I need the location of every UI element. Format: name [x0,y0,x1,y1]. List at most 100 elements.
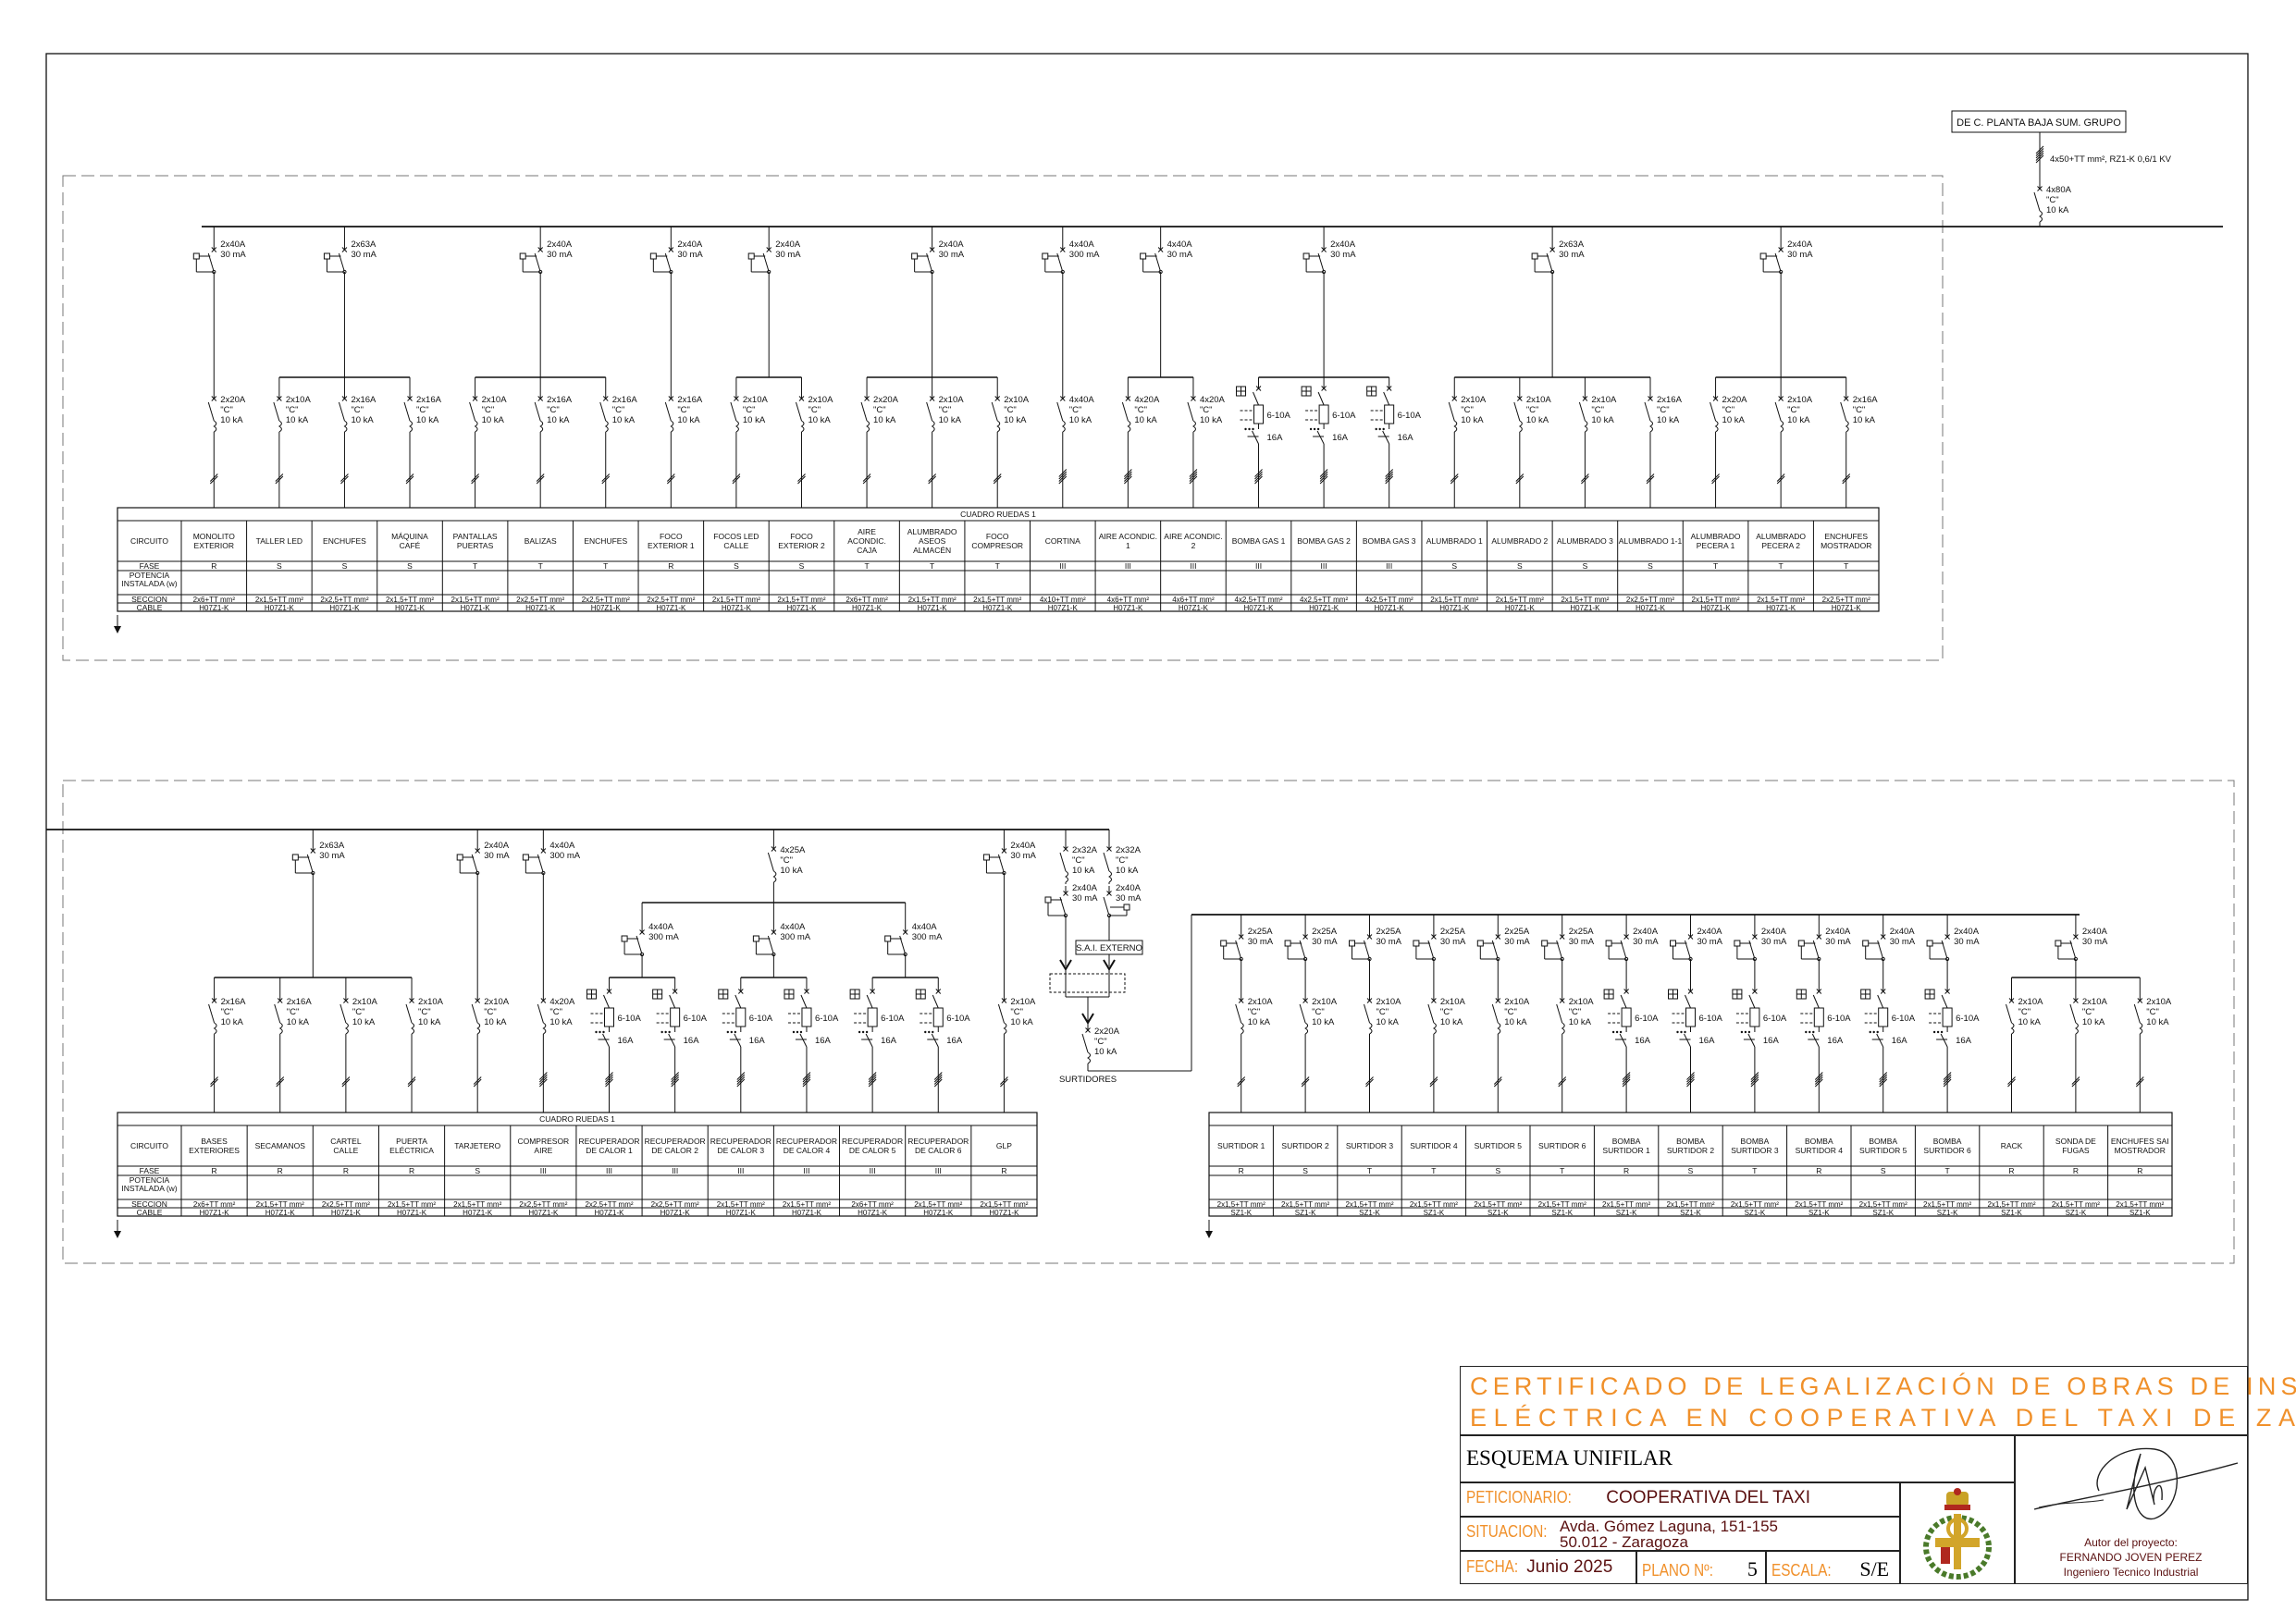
breaker-rating-label: 10 kA [2146,1017,2169,1027]
auxiliary-contact-dot [924,1030,927,1034]
rcd-rating-label: 300 mA [648,932,679,942]
rcd-rating-label: 4x40A [1167,240,1193,250]
breaker-thermal-icon [1368,1022,1373,1035]
row-label-cable: CABLE [137,1208,163,1217]
rcd-rating-label: 30 mA [1504,937,1530,947]
circuit-cable-type: H07Z1-K [858,1209,888,1217]
sai-label: S.A.I. EXTERNO [1076,943,1142,953]
breaker-blade [1299,1003,1306,1024]
cable-conductor-mark-icon [605,1074,613,1083]
cable-conductor-mark-icon [1058,473,1068,482]
auxiliary-contact-dot [1378,427,1381,431]
breaker-thermal-icon [2074,1022,2079,1035]
contact-mark-icon [1238,998,1244,1003]
breaker-rating-label: 2x32A [1072,845,1098,855]
circuit-cable-type: H07Z1-K [463,1209,493,1217]
breaker-rating-label: "C" [287,1007,300,1017]
rcd-rating-label: 300 mA [912,932,943,942]
circuit-section: 2x1,5+TT mm² [2052,1200,2100,1209]
breaker-rating-label: "C" [1440,1007,1453,1017]
breaker-rating-label: "C" [484,1007,497,1017]
cable-conductor-mark-icon [732,473,741,482]
circuit-cable-type: H07Z1-K [395,604,426,612]
circuit-cable-type: SZ1-K [1872,1209,1894,1217]
project-title-line1: CERTIFICADO DE LEGALIZACIÓN DE OBRAS DE … [1470,1372,2296,1400]
cable-conductor-mark-icon [1842,475,1851,485]
rcd-rating-label: 30 mA [484,851,510,861]
circuit-section: 2x1,5+TT mm² [1538,1200,1586,1209]
breaker-rating-label: "C" [547,405,560,415]
row-label-circuito: CIRCUITO [130,1141,168,1150]
cable-conductor-mark-icon [1814,1074,1823,1083]
circuit-cable-type: H07Z1-K [660,1209,691,1217]
breaker-blade [1644,401,1651,422]
circuit-cable-type: H07Z1-K [525,604,556,612]
breaker-blade [1059,852,1067,872]
circuit-section: 2x2,5+TT mm² [320,596,368,604]
contact-mark-icon [771,929,777,935]
enclosure-bottom [62,780,2235,1264]
breaker-thermal-icon [1780,420,1784,433]
circuit-cable-type: H07Z1-K [1309,604,1339,612]
breaker-rating-label: 2x10A [1461,395,1487,405]
breaker-rating-label: 4x20A [549,997,575,1007]
cable-conductor-mark-icon [1450,475,1459,485]
breaker-blade [469,401,476,422]
cable-conductor-mark-icon [2135,1078,2144,1088]
cable-conductor-mark-icon [1385,469,1394,477]
circuit-phase: III [606,1166,612,1175]
guardamotor-blade [1941,994,1948,1009]
breaker-thermal-icon [343,420,348,433]
auxiliary-contact-dot [792,1030,796,1034]
contact-mark-icon [1366,998,1373,1003]
contactor-rating-label: 16A [1635,1036,1651,1046]
cable-conductor-mark-icon [1842,473,1851,482]
rcd-rating-label: 30 mA [1569,937,1595,947]
peticionario-field: PETICIONARIO: COOPERATIVA DEL TAXI [1460,1482,1901,1518]
circuit-phase: R [668,561,673,571]
circuit-name: SURTIDOR 5 [1475,1141,1523,1150]
seal-emblem-icon [1923,1488,1992,1580]
contact-mark-icon [734,396,739,401]
rcd-test-button-icon [1541,940,1549,947]
circuit-phase: III [1125,561,1131,571]
circuit-cable-type: H07Z1-K [1766,604,1796,612]
contactor-rating-label: 16A [684,1036,700,1046]
cable-conductor-mark-icon [341,1078,351,1088]
cable-conductor-mark-icon [1450,473,1459,482]
circuit-cable-type: H07Z1-K [1048,604,1079,612]
breaker-blade [1081,1033,1089,1053]
cable-conductor-mark-icon [276,1078,285,1088]
cable-conductor-mark-icon [1058,471,1068,480]
contactor-rating-label: 16A [881,1036,897,1046]
circuit-phase: S [734,561,739,571]
circuit-phase: R [2137,1166,2142,1175]
auxiliary-contact-dot [1747,1030,1751,1034]
cable-conductor-mark-icon [209,475,218,485]
auxiliary-contact-dot [1244,427,1247,431]
circuit-section: 2x2,5+TT mm² [519,1200,567,1209]
breaker-thermal-icon [1108,870,1112,883]
thermal-relay-icon [867,1007,878,1027]
contactor-rating-label: 16A [749,1036,766,1046]
contact-mark-icon [902,929,908,935]
breaker-rating-label: 10 kA [1526,415,1549,425]
cable-conductor-mark-icon [1879,1076,1888,1085]
guardamotor-blade [932,994,939,1009]
contact-mark-icon [1085,1027,1091,1033]
breaker-rating-label: 10 kA [1010,1017,1033,1027]
circuit-name: TARJETERO [454,1141,500,1150]
breaker-rating-label: 10 kA [677,415,700,425]
circuit-phase: S [1881,1166,1886,1175]
breaker-thermal-icon [1240,1022,1244,1035]
rcd-test-button-icon [522,854,529,861]
breaker-rating-label: 4x25A [780,845,806,855]
breaker-rating-label: 2x10A [2018,997,2044,1007]
contactor-blade [734,1033,742,1048]
breaker-thermal-icon [2039,210,2043,223]
breaker-thermal-icon [2010,1022,2015,1035]
